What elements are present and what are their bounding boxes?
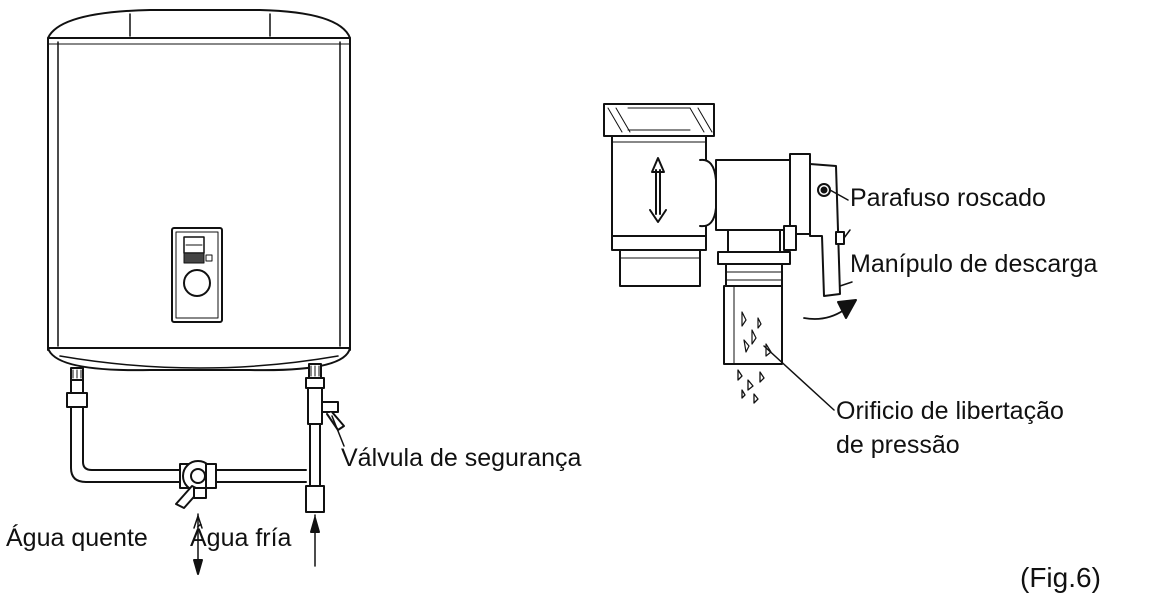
cold-water-up-arrow-icon bbox=[310, 514, 320, 567]
figure-number: (Fig.6) bbox=[1020, 562, 1101, 593]
pressure-orifice-label-line1: Orificio de libertação bbox=[836, 397, 1064, 425]
heater-top-cap bbox=[47, 9, 351, 39]
temperature-knob-icon bbox=[183, 269, 211, 297]
threaded-screw-label: Parafuso roscado bbox=[850, 184, 1046, 212]
control-panel bbox=[171, 227, 223, 323]
safety-valve-pointer bbox=[331, 415, 345, 447]
water-heater bbox=[47, 9, 351, 575]
discharge-handle-pointer bbox=[843, 229, 851, 239]
pressure-release-tube bbox=[723, 285, 783, 365]
cold-water-label: Água fría bbox=[190, 524, 292, 552]
hot-water-label: Água quente bbox=[6, 524, 148, 552]
threaded-screw-pointer bbox=[829, 189, 849, 201]
hot-water-down-arrow-icon bbox=[193, 513, 203, 575]
safety-valve-label: Válvula de segurança bbox=[341, 444, 582, 472]
flow-arrow-icon bbox=[649, 157, 667, 223]
valve-bottom-nut bbox=[619, 249, 701, 287]
cold-water-pipe bbox=[305, 363, 345, 513]
discharge-handle-icon bbox=[809, 163, 841, 297]
safety-valve-icon bbox=[321, 401, 339, 413]
discharge-handle-label: Manípulo de descarga bbox=[850, 250, 1098, 278]
pressure-orifice-label-line2: de pressão bbox=[836, 431, 960, 459]
water-drops-icon bbox=[737, 369, 765, 404]
safety-valve-detail bbox=[603, 103, 857, 411]
drain-valve bbox=[175, 460, 307, 509]
orifice-pointer bbox=[763, 345, 835, 411]
valve-top-nut bbox=[603, 103, 715, 137]
rotation-arrow-icon bbox=[803, 299, 857, 320]
hot-water-pipe bbox=[66, 367, 181, 483]
heater-bottom-cap bbox=[47, 347, 351, 372]
